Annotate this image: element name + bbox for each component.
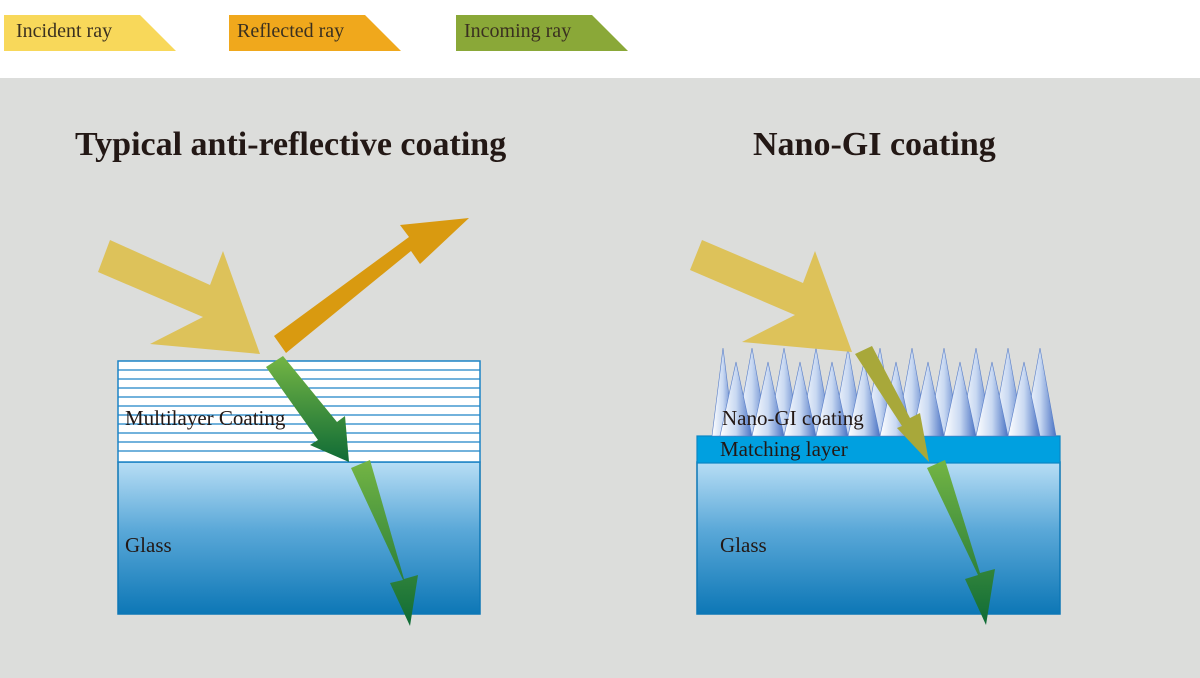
- legend-reflected-ray: Reflected ray: [229, 15, 401, 51]
- left-reflected-arrow: [274, 218, 469, 353]
- incident-ray-swatch: [4, 15, 176, 51]
- reflected-ray-swatch: [229, 15, 401, 51]
- legend-incident-ray: Incident ray: [4, 15, 176, 51]
- right-transition-arrow: [855, 346, 929, 462]
- incoming-ray-swatch: [456, 15, 628, 51]
- left-glass-label: Glass: [125, 533, 172, 557]
- right-matching-layer: [696, 435, 1061, 464]
- left-glass-substrate: [117, 461, 481, 615]
- right-glass-label: Glass: [720, 533, 767, 557]
- right-glass-substrate: [696, 461, 1061, 615]
- right-diagram-title: Nano-GI coating: [753, 126, 996, 163]
- left-coating-diagram: [98, 218, 481, 626]
- right-matching-label: Matching layer: [720, 437, 848, 461]
- legend-incident-label: Incident ray: [16, 20, 113, 42]
- legend-incoming-label: Incoming ray: [464, 20, 572, 42]
- left-transmitted-arrow-coating: [266, 356, 349, 462]
- right-coating-label: Nano-GI coating: [722, 406, 864, 430]
- left-diagram-title: Typical anti-reflective coating: [75, 126, 507, 163]
- left-transmitted-arrow-glass: [351, 460, 418, 626]
- right-transmitted-arrow: [927, 460, 995, 625]
- legend-reflected-label: Reflected ray: [237, 20, 345, 42]
- left-incident-arrow: [98, 240, 260, 354]
- left-coating-label: Multilayer Coating: [125, 406, 286, 430]
- legend: Incident ray Reflected ray Incoming ray: [0, 0, 1200, 78]
- right-incident-arrow: [690, 240, 852, 352]
- right-coating-diagram: [690, 240, 1061, 625]
- legend-incoming-ray: Incoming ray: [456, 15, 628, 51]
